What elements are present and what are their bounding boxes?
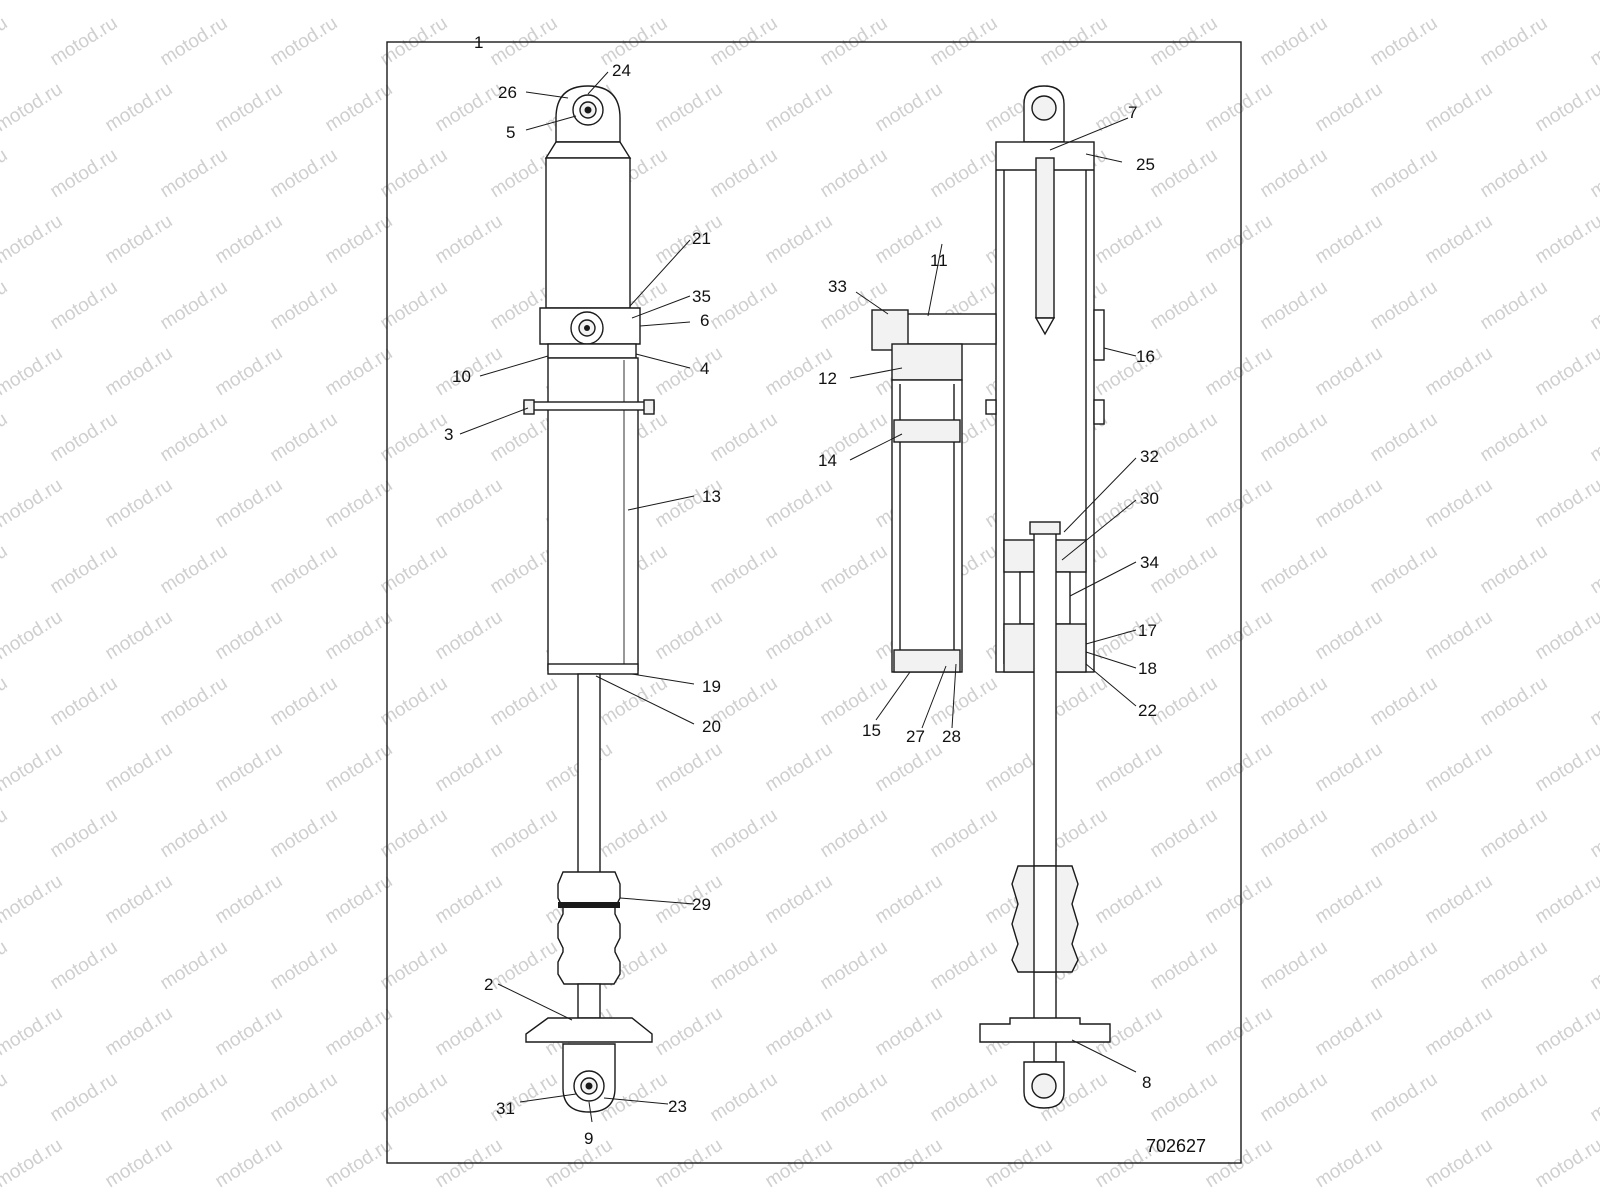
callout-thirty-four: 34 xyxy=(1140,553,1159,572)
callout-eleven: 11 xyxy=(930,251,948,270)
callout-nine: 9 xyxy=(584,1129,593,1148)
callout-one: 1 xyxy=(474,33,483,52)
upper-body xyxy=(545,157,631,309)
bump-stop xyxy=(557,871,621,985)
callout-fifteen: 15 xyxy=(862,721,881,740)
callout-six: 6 xyxy=(700,311,709,330)
section-shaft xyxy=(1033,525,1057,1063)
callout-eighteen: 18 xyxy=(1138,659,1157,678)
piston-shaft xyxy=(577,673,601,875)
callout-fourteen: 14 xyxy=(818,451,837,470)
collar-ring xyxy=(547,343,637,359)
callout-twenty-eight: 28 xyxy=(942,727,961,746)
seal-head xyxy=(547,663,639,675)
callout-twenty-nine: 29 xyxy=(692,895,711,914)
section-lower-spring-seat xyxy=(979,1017,1111,1043)
callout-twenty-three: 23 xyxy=(668,1097,687,1116)
callout-seven: 7 xyxy=(1128,103,1137,122)
section-shaft-overlay xyxy=(1033,865,1057,973)
section-reservoir-cap xyxy=(891,343,963,381)
section-top-eye-bore xyxy=(1031,95,1057,121)
callout-three: 3 xyxy=(444,425,453,444)
callout-two: 2 xyxy=(484,975,493,994)
callout-sixteen: 16 xyxy=(1136,347,1155,366)
callout-thirty-one: 31 xyxy=(496,1099,515,1118)
body-cap xyxy=(544,141,632,159)
callout-twenty-seven: 27 xyxy=(906,727,925,746)
callout-five: 5 xyxy=(506,123,515,142)
lower-spring-seat xyxy=(525,1017,653,1043)
spring-seat-ring xyxy=(523,401,655,411)
callout-twenty-two: 22 xyxy=(1138,701,1157,720)
callout-four: 4 xyxy=(700,359,709,378)
top-eyelet-pin xyxy=(584,106,592,114)
section-left-port xyxy=(985,399,997,415)
spring-seat-lug-left xyxy=(523,399,535,415)
section-shaft-top xyxy=(1029,521,1061,535)
callout-thirty-three: 33 xyxy=(828,277,847,296)
lower-shaft xyxy=(577,983,601,1019)
callout-labels: 1234567891011121314151617181920212223242… xyxy=(444,33,1159,1148)
bump-stop-band xyxy=(558,902,620,908)
callout-thirty: 30 xyxy=(1140,489,1159,508)
callout-ten: 10 xyxy=(452,367,471,386)
callout-seventeen: 17 xyxy=(1138,621,1157,640)
spring-seat-lug-right xyxy=(643,399,655,415)
callout-eight: 8 xyxy=(1142,1073,1151,1092)
callout-thirty-two: 32 xyxy=(1140,447,1159,466)
callout-thirty-five: 35 xyxy=(692,287,711,306)
section-gas-rod-tip xyxy=(1034,317,1056,336)
callout-twenty-one: 21 xyxy=(692,229,711,248)
shock-section-view xyxy=(871,85,1111,1109)
section-reservoir-piston xyxy=(893,419,961,443)
leader-lines xyxy=(459,41,1137,1123)
section-reservoir-end-cap xyxy=(893,649,961,673)
section-right-port-lower xyxy=(1093,399,1105,425)
section-right-port xyxy=(1093,309,1105,361)
callout-twenty: 20 xyxy=(702,717,721,736)
figure-id: 702627 xyxy=(1146,1136,1206,1156)
callout-twenty-four: 24 xyxy=(612,61,631,80)
callout-nineteen: 19 xyxy=(702,677,721,696)
section-gas-rod xyxy=(1035,157,1055,319)
callout-twelve: 12 xyxy=(818,369,837,388)
clamp-knob-center xyxy=(584,325,590,331)
callout-thirteen: 13 xyxy=(702,487,721,506)
diagram-frame xyxy=(386,41,1242,1164)
callout-twenty-six: 26 xyxy=(498,83,517,102)
shock-exterior-view xyxy=(523,85,655,1113)
section-bottom-eye-bore xyxy=(1031,1073,1057,1099)
bottom-eyelet-pin xyxy=(585,1082,593,1090)
callout-twenty-five: 25 xyxy=(1136,155,1155,174)
